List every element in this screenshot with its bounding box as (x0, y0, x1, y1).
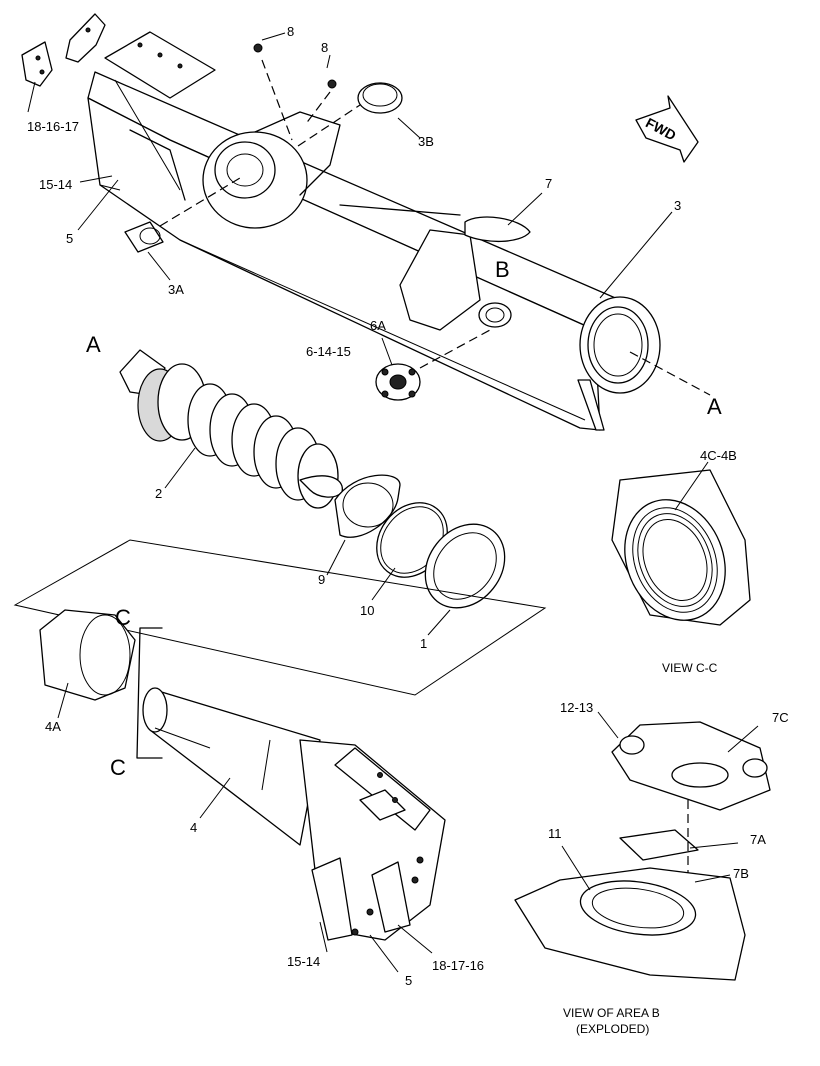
callout-3a: 3A (168, 282, 184, 297)
bushing-3a (124, 177, 241, 253)
retainer-6a (375, 329, 491, 401)
callout-7a: 7A (750, 832, 766, 847)
leader-lines (27, 32, 759, 973)
callout-labels: 8 8 18-16-17 3B 15-14 5 3A 7 3 6A 6-14-1… (27, 24, 789, 988)
idler-yoke (299, 739, 446, 941)
view-captions: VIEW C-C VIEW OF AREA B (EXPLODED) (563, 661, 718, 1036)
bracket-parts-18-16-17 (21, 13, 106, 87)
fwd-arrow (635, 95, 699, 163)
caption-exploded: (EXPLODED) (576, 1022, 649, 1036)
callout-6-14-15: 6-14-15 (306, 344, 351, 359)
section-line-a (629, 351, 711, 396)
cylinder-4 (142, 687, 321, 846)
bushing-3b (297, 82, 403, 147)
callout-9: 9 (318, 572, 325, 587)
view-cc-detail (611, 469, 751, 626)
callout-10: 10 (360, 603, 374, 618)
callout-8-second: 8 (321, 40, 328, 55)
seal-1 (424, 523, 506, 609)
caption-view-cc: VIEW C-C (662, 661, 718, 675)
section-letters: A A B C C (86, 257, 722, 780)
callout-3b: 3B (418, 134, 434, 149)
bolt-8-upper (253, 43, 293, 141)
section-letter-a-right: A (707, 394, 722, 419)
recoil-spring-assembly (119, 349, 343, 509)
callout-6a: 6A (370, 318, 386, 333)
section-letter-c-bottom: C (110, 755, 126, 780)
cylinder-4a (39, 609, 136, 701)
section-letter-a-left: A (86, 332, 101, 357)
section-letter-c-top: C (115, 605, 131, 630)
caption-view-area-b: VIEW OF AREA B (563, 1006, 660, 1020)
callout-4a: 4A (45, 719, 61, 734)
view-area-b-detail (514, 721, 771, 981)
callout-4: 4 (190, 820, 197, 835)
callout-1: 1 (420, 636, 427, 651)
callout-7: 7 (545, 176, 552, 191)
callout-5-bottom: 5 (405, 973, 412, 988)
section-line-c (136, 627, 163, 759)
bolt-8-lower (304, 79, 337, 126)
callout-7b: 7B (733, 866, 749, 881)
callout-15-14-bottom: 15-14 (287, 954, 320, 969)
spacer-9 (334, 474, 401, 538)
callout-4c-4b: 4C-4B (700, 448, 737, 463)
callout-15-14-top: 15-14 (39, 177, 72, 192)
callout-12-13: 12-13 (560, 700, 593, 715)
callout-11: 11 (548, 826, 562, 841)
callout-5-top: 5 (66, 231, 73, 246)
main-frame-assembly (87, 31, 661, 431)
callout-18-16-17-top: 18-16-17 (27, 119, 79, 134)
callout-3: 3 (674, 198, 681, 213)
callout-8-top: 8 (287, 24, 294, 39)
callout-18-17-16-bottom: 18-17-16 (432, 958, 484, 973)
callout-2: 2 (155, 486, 162, 501)
box-outline (13, 539, 547, 696)
callout-7c: 7C (772, 710, 789, 725)
section-letter-b: B (495, 257, 510, 282)
